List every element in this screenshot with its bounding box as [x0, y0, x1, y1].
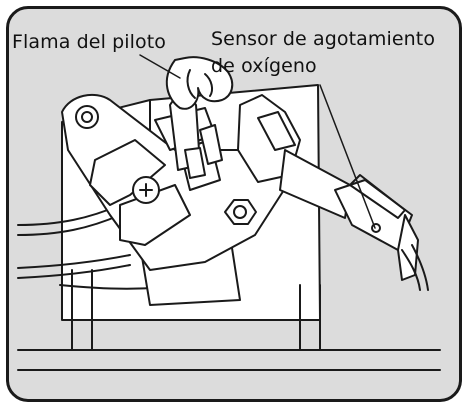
pilot-flame-icon	[165, 56, 234, 110]
label-pilot-flame: Flama del piloto	[12, 31, 167, 53]
base-rails	[17, 269, 441, 371]
hex-nut-icon	[224, 199, 257, 225]
label-oxygen-sensor-line1: Sensor de agotamiento	[211, 28, 436, 50]
label-oxygen-sensor-line2: de oxígeno	[211, 55, 317, 77]
pilot-burner	[169, 94, 223, 179]
oxygen-sensor	[237, 94, 429, 291]
screw-icon	[132, 176, 160, 204]
leader-lines	[139, 54, 376, 229]
